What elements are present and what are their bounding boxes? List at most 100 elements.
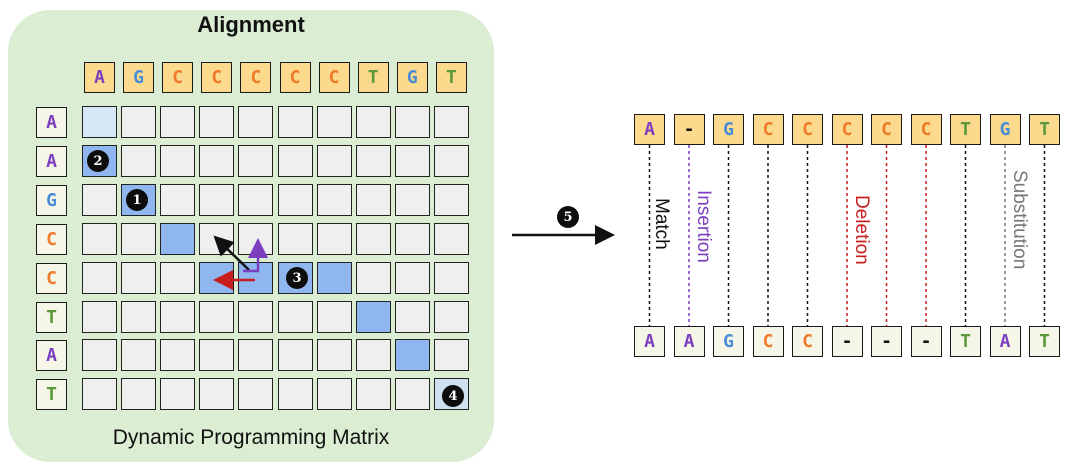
side-sequence-letter: A (36, 340, 67, 372)
matrix-cell (277, 222, 313, 255)
matrix-cell (82, 261, 117, 294)
matrix-cell (121, 106, 157, 138)
diagonal-arrow (213, 235, 250, 271)
matrix-cell (82, 222, 117, 255)
matrix-cell (160, 106, 196, 138)
matrix-cell (355, 378, 391, 411)
matrix-cell (355, 261, 391, 294)
path-cell (160, 222, 196, 255)
matrix-cell (160, 339, 196, 372)
matrix-cell (82, 378, 117, 411)
aligned-bottom-letter: C (752, 326, 784, 357)
path-cell (355, 300, 391, 333)
matrix-cell (316, 222, 352, 255)
side-sequence-letter: G (36, 184, 67, 216)
aligned-top-letter: C (752, 114, 784, 145)
aligned-bottom-letter: - (831, 326, 863, 357)
matrix-cell (160, 144, 196, 177)
substitution-label: Substitution (1009, 170, 1030, 270)
matrix-cell (316, 106, 352, 138)
matrix-cell (121, 339, 157, 372)
top-sequence-letter: A (84, 62, 115, 93)
matrix-cell (238, 378, 274, 411)
matrix-cell (433, 183, 469, 216)
matrix-cell (316, 378, 352, 411)
top-sequence-letter: C (201, 62, 233, 93)
matrix-cell (121, 300, 157, 333)
matrix-cell (316, 183, 352, 216)
aligned-bottom-letter: A (673, 326, 705, 357)
aligned-top-letter: C (910, 114, 942, 145)
matrix-cell (160, 183, 196, 216)
step-marker-5: 5 (557, 206, 579, 228)
matrix-cell (199, 300, 235, 333)
top-sequence-letter: C (318, 62, 350, 93)
matrix-cell (355, 222, 391, 255)
side-sequence-letter: C (36, 223, 67, 255)
matrix-cell (199, 339, 235, 372)
matrix-cell (238, 106, 274, 138)
aligned-bottom-letter: G (713, 326, 744, 357)
path-cell (394, 339, 430, 372)
aligned-top-letter: G (989, 114, 1021, 145)
aligned-bottom-letter: A (989, 326, 1021, 357)
matrix-cell (82, 183, 117, 216)
aligned-top-letter: C (831, 114, 863, 145)
aligned-top-letter: G (713, 114, 744, 145)
aligned-bottom-letter: - (910, 326, 942, 357)
side-sequence-letter: A (36, 145, 67, 177)
side-sequence-letter: C (36, 262, 67, 294)
matrix-cell (355, 183, 391, 216)
match-label: Match (651, 198, 672, 250)
matrix-cell (121, 222, 157, 255)
matrix-cell (433, 339, 469, 372)
alignment-lines (648, 145, 1046, 326)
matrix-cell (277, 339, 313, 372)
matrix-cell (277, 106, 313, 138)
aligned-top-letter: T (950, 114, 981, 145)
aligned-top-letter: C (792, 114, 823, 145)
top-sequence-letter: C (279, 62, 311, 93)
matrix-cell (277, 300, 313, 333)
matrix-cell (160, 378, 196, 411)
matrix-cell (238, 183, 274, 216)
matrix-cell (199, 106, 235, 138)
side-sequence-letter: T (36, 301, 67, 333)
matrix-cell (199, 378, 235, 411)
matrix-cell (394, 300, 430, 333)
aligned-bottom-letter: T (950, 326, 981, 357)
matrix-title: Alignment (197, 12, 305, 37)
matrix-cell (160, 300, 196, 333)
matrix-cell (394, 106, 430, 138)
matrix-cell (433, 106, 469, 138)
matrix-cell (121, 378, 157, 411)
aligned-top-letter: - (673, 114, 705, 145)
matrix-cell (394, 261, 430, 294)
aligned-top-letter: A (634, 114, 665, 145)
matrix-caption: Dynamic Programming Matrix (112, 426, 390, 449)
matrix-cell (433, 261, 469, 294)
matrix-cell (277, 378, 313, 411)
matrix-cell (316, 300, 352, 333)
matrix-cell (238, 300, 274, 333)
side-sequence-letter: A (36, 107, 67, 138)
top-sequence-letter: T (435, 62, 467, 93)
deletion-label: Deletion (851, 195, 872, 265)
matrix-cell (394, 183, 430, 216)
path-cell (82, 106, 117, 138)
matrix-cell (394, 222, 430, 255)
step-marker-1: 1 (126, 189, 148, 211)
top-sequence-letter: G (123, 62, 155, 93)
matrix-cell (316, 144, 352, 177)
matrix-cell (355, 106, 391, 138)
matrix-cell (82, 300, 117, 333)
top-sequence-letter: T (357, 62, 389, 93)
matrix-cell (433, 300, 469, 333)
matrix-cell (394, 144, 430, 177)
aligned-bottom-letter: T (1029, 326, 1060, 357)
side-sequence-letter: T (36, 379, 67, 411)
matrix-cell (160, 261, 196, 294)
matrix-cell (355, 339, 391, 372)
step-marker-3: 3 (286, 267, 308, 289)
